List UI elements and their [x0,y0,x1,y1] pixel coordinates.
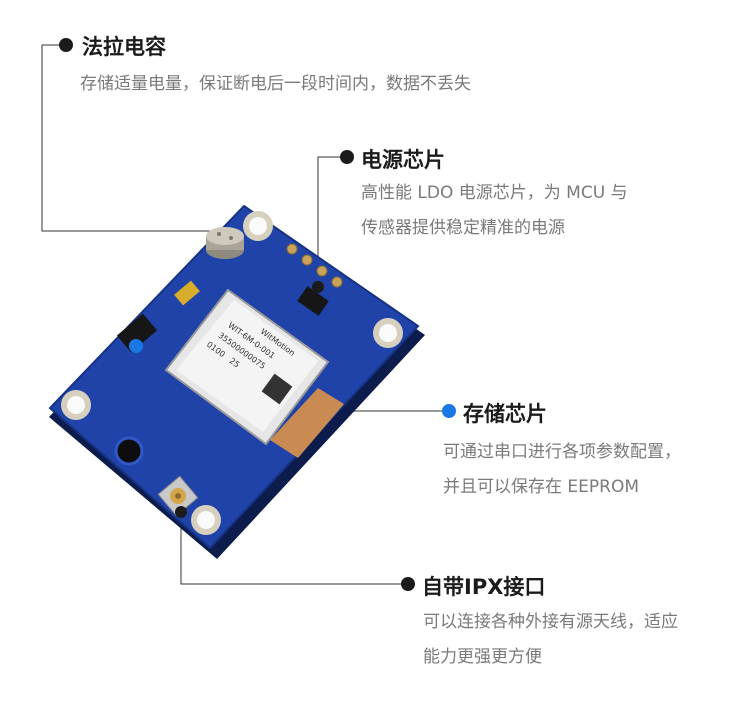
callout-desc-ipx-line2: 能力更强更方便 [423,647,542,667]
callout-title-power-chip: 电源芯片 [361,148,445,172]
dot-storage-chip-target [129,339,143,353]
qr-code [261,373,293,405]
callout-title-storage-chip: 存储芯片 [463,402,547,426]
leader-line-power-chip [317,156,347,287]
dot-storage-chip [442,404,456,418]
eeprom-chip [116,313,158,353]
super-capacitor [206,227,244,259]
callout-desc-ipx-line1: 可以连接各种外接有源天线，适应 [423,612,678,632]
mounting-holes [61,211,403,535]
leader-line-capacitor [41,44,224,232]
callout-dots [59,38,456,591]
callout-desc-storage-chip-line1: 可通过串口进行各项参数配置， [443,442,681,462]
pin-header [286,243,343,288]
callout-desc-power-chip-line2: 传感器提供稳定精准的电源 [361,218,565,238]
gps-module-board: WitMotion WIT-6M-0-001 35500000075 0100 … [48,204,425,559]
antenna-pad [270,388,344,458]
dot-ipx [401,577,415,591]
gps-module: WitMotion WIT-6M-0-001 35500000075 0100 … [164,288,330,446]
callout-title-capacitor: 法拉电容 [82,35,166,59]
callout-desc-capacitor-line1: 存储适量电量，保证断电后一段时间内，数据不丢失 [80,74,471,94]
dot-ipx-target [175,506,187,518]
ldo-chip [297,286,329,316]
tantalum-capacitor [174,280,200,306]
callout-desc-storage-chip-line2: 并且可以保存在 EEPROM [443,477,639,497]
dot-capacitor [59,38,73,52]
callout-title-ipx: 自带IPX接口 [422,575,546,599]
callout-desc-power-chip-line1: 高性能 LDO 电源芯片，为 MCU 与 [361,183,628,203]
ipx-connector [157,475,199,517]
leader-line-ipx [180,512,408,585]
dot-power-chip [340,150,354,164]
dot-power-chip-target [312,281,324,293]
